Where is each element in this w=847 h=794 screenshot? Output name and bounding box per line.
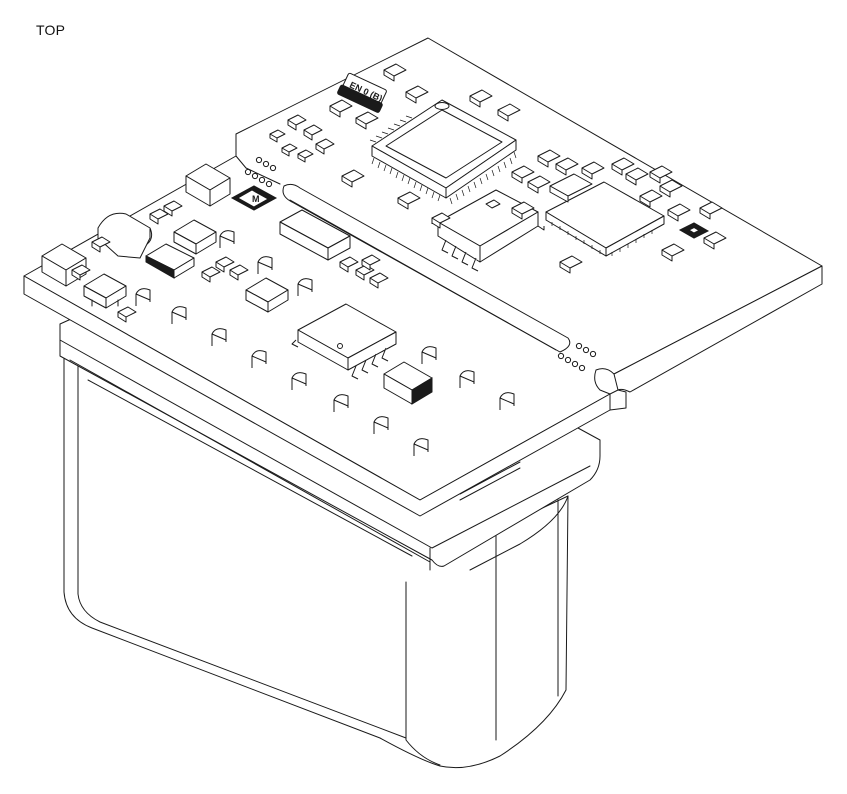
dpak-left xyxy=(145,243,195,279)
chip-cap-large xyxy=(279,209,351,261)
sensor-chip xyxy=(678,222,710,239)
sot-transistor-3 xyxy=(245,277,289,313)
soic-8 xyxy=(291,303,397,380)
passives-right xyxy=(269,63,727,274)
passives-left xyxy=(71,200,389,323)
diode-marking: M xyxy=(252,194,260,204)
electrolytic-top xyxy=(185,163,231,207)
right-board-components: EN 0 (B) xyxy=(269,63,727,274)
crystal: EN 0 (B) xyxy=(337,72,387,113)
test-pads xyxy=(135,230,515,456)
sot-transistor-2 xyxy=(173,219,217,255)
sot-transistor-1 xyxy=(83,273,127,309)
small-ic-sot xyxy=(549,173,593,203)
power-inductor xyxy=(97,212,153,259)
qfn-chip xyxy=(545,181,665,257)
pcb-slot xyxy=(282,183,571,353)
smd-diode: M xyxy=(230,185,278,211)
left-board-components: M xyxy=(41,163,515,456)
tantalum-cap xyxy=(383,361,433,405)
breakaway-holes xyxy=(244,156,597,372)
pcb-board xyxy=(23,37,823,517)
view-label: TOP xyxy=(36,22,66,38)
qfp-microcontroller xyxy=(369,99,517,205)
enclosure-body xyxy=(63,355,569,769)
